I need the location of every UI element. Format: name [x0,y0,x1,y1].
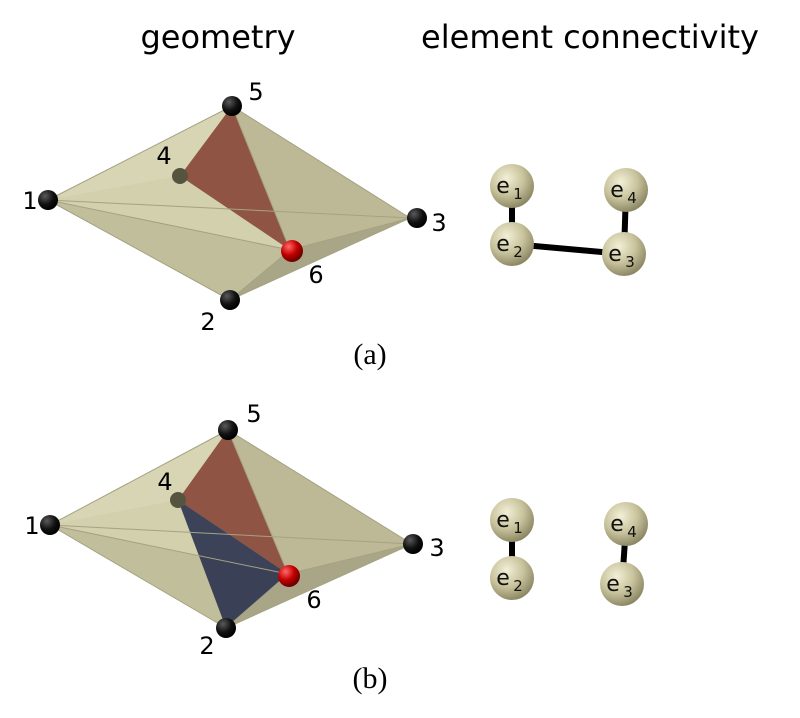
highlight-face-blue [178,500,288,628]
mesh-face [228,430,412,574]
node-label-6: 6 [308,261,323,289]
element-e1-sub: 1 [513,519,523,537]
node-2 [216,618,236,638]
node-5 [218,420,238,440]
element-e1-letter: e [496,174,510,199]
node-4 [170,492,186,508]
element-e4-sub: 4 [627,189,637,207]
node-5 [222,96,242,116]
caption-a: (a) [353,338,386,371]
node-2 [220,290,240,310]
highlight-face-red [180,106,290,250]
element-e3-sub: 3 [623,583,633,601]
node-3 [403,534,423,554]
node-label-6: 6 [306,586,321,614]
element-e3: e 3 [602,232,646,276]
node-label-2: 2 [199,632,214,660]
node-label-2: 2 [200,308,215,336]
element-e2: e 2 [490,222,534,266]
node-label-1: 1 [24,512,39,540]
mesh-face [48,200,290,300]
element-e2-sub: 2 [513,243,523,261]
element-e3-letter: e [606,572,620,597]
element-e4-letter: e [610,512,624,537]
panel-b-geometry: 1 2 3 4 5 6 [24,400,444,660]
node-1 [38,190,58,210]
element-e3: e 3 [600,562,644,606]
element-e4: e 4 [604,168,648,212]
node-3 [407,208,427,228]
element-e4-sub: 4 [627,523,637,541]
mesh-edges [47,105,411,301]
element-e4-letter: e [610,178,624,203]
node-4 [172,168,188,184]
element-e2-sub: 2 [513,577,523,595]
node-6 [281,240,303,262]
node-label-5: 5 [248,78,263,106]
element-e4: e 4 [604,502,648,546]
panel-a-connectivity: e 1 e 2 e 3 e 4 [490,164,648,276]
element-e1-sub: 1 [513,185,523,203]
mesh-face [232,106,410,250]
mesh-face [48,176,290,250]
node-label-3: 3 [431,209,446,237]
caption-b: (b) [353,662,388,695]
node-label-1: 1 [22,187,37,215]
element-e1: e 1 [490,498,534,542]
node-label-4: 4 [156,142,171,170]
node-label-3: 3 [429,534,444,562]
highlight-face-red [178,430,288,574]
element-e1-letter: e [496,508,510,533]
mesh-edges [49,429,413,629]
element-e2-letter: e [496,566,510,591]
element-e2: e 2 [490,556,534,600]
node-label-5: 5 [246,400,261,428]
element-e2-letter: e [496,232,510,257]
node-6 [278,565,300,587]
geometry-header: geometry [140,18,295,56]
connectivity-header: element connectivity [421,18,759,56]
node-label-4: 4 [157,468,172,496]
panel-b-connectivity: e 1 e 2 e 3 e 4 [490,498,648,606]
node-1 [40,515,60,535]
panel-a-geometry: 1 2 3 4 5 6 [22,78,446,336]
element-e1: e 1 [490,164,534,208]
element-e3-sub: 3 [625,253,635,271]
element-e3-letter: e [608,242,622,267]
